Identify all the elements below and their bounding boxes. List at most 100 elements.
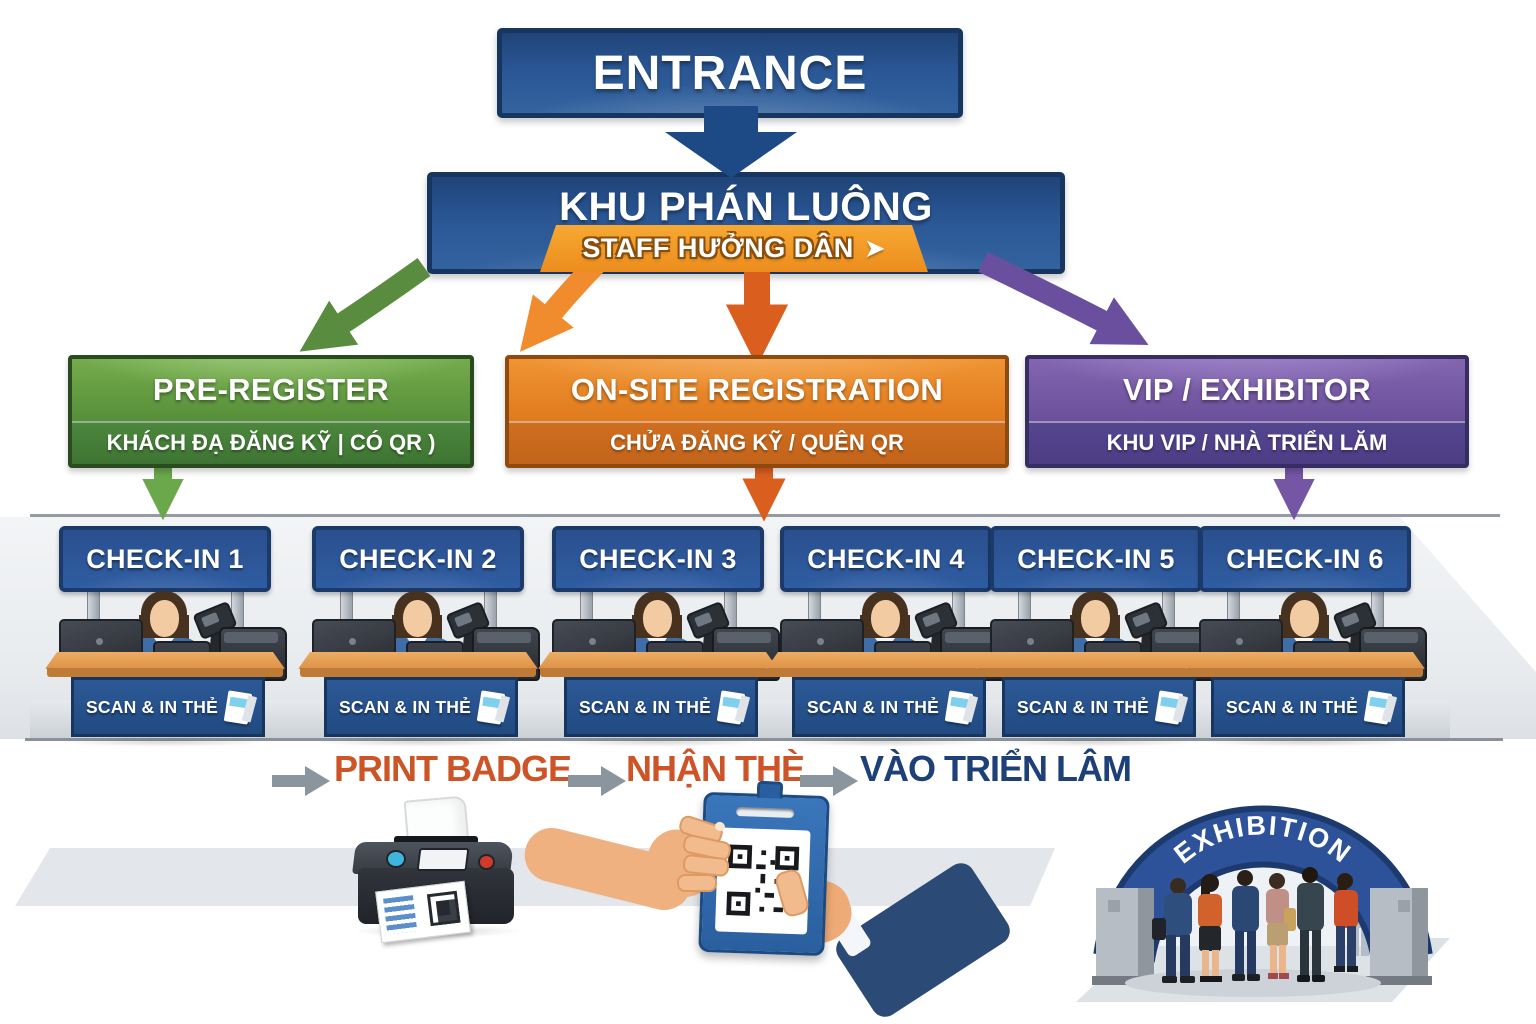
gate-pillar-right <box>1366 888 1432 985</box>
branch-pre-register-title: PRE-REGISTER <box>72 359 470 421</box>
desk-top <box>298 652 538 669</box>
badge-card-icon <box>223 689 253 725</box>
visitor-man-navy-suit <box>1232 870 1260 981</box>
checkin-counter-6: CHECK-IN 6 SCAN & IN THẺ <box>1185 515 1427 755</box>
staff-face <box>150 600 179 637</box>
checkin-counter-2: CHECK-IN 2 SCAN & IN THẺ <box>298 515 540 755</box>
counter-shadow <box>780 737 992 747</box>
visitor-finger <box>677 874 717 892</box>
scan-print-label: SCAN & IN THẺ <box>86 696 218 717</box>
desk-edge <box>1187 668 1423 677</box>
checkin-sign: CHECK-IN 3 <box>552 526 764 592</box>
badge-card-icon <box>944 689 974 725</box>
checkin-sign: CHECK-IN 1 <box>59 526 271 592</box>
checkin-sign-label: CHECK-IN 5 <box>1017 543 1175 574</box>
print-badge-label: PRINT BADGE <box>334 748 572 789</box>
enter-exhibition-label: VÀO TRIỂN LÂM <box>860 748 1132 789</box>
flow-arrow-icon <box>272 766 330 796</box>
branch-pre-register: PRE-REGISTER KHÁCH ĐẠ ĐĂNG KỸ | CÓ QR ) <box>68 355 474 468</box>
scan-print-label: SCAN & IN THẺ <box>1017 696 1149 717</box>
badge-card-icon <box>716 689 746 725</box>
branch-onsite-title: ON-SITE REGISTRATION <box>509 359 1005 421</box>
scan-print-panel: SCAN & IN THẺ <box>1211 677 1405 737</box>
printer-display <box>416 848 470 871</box>
badge-card-icon <box>476 689 506 725</box>
scan-print-panel: SCAN & IN THẺ <box>1002 677 1196 737</box>
desk-edge <box>768 668 1004 677</box>
badge-card-icon <box>1154 689 1184 725</box>
checkin-sign: CHECK-IN 6 <box>1199 526 1411 592</box>
staff-guide-label: STAFF HƯỞNG DÂN <box>582 233 854 263</box>
badge-printer-illustration <box>352 795 520 944</box>
staff-face <box>871 600 900 637</box>
desk-edge <box>540 668 776 677</box>
printer-button-cyan <box>386 850 406 868</box>
visitor-woman-orange-skirt <box>1198 874 1222 982</box>
flow-arrow-icon <box>800 766 858 796</box>
checkin-sign: CHECK-IN 4 <box>780 526 992 592</box>
entrance-box: ENTRANCE <box>497 28 963 118</box>
checkin-sign-label: CHECK-IN 1 <box>86 543 244 574</box>
staff-face <box>1081 600 1110 637</box>
divider-line-bottom <box>25 738 1503 741</box>
exhibition-gate-illustration: EXHIBITION <box>1076 805 1450 1002</box>
checkin-sign: CHECK-IN 5 <box>990 526 1202 592</box>
branch-pre-register-subtitle: KHÁCH ĐẠ ĐĂNG KỸ | CÓ QR ) <box>72 420 470 464</box>
routing-label: KHU PHÁN LUÔNG <box>559 185 933 229</box>
branch-vip-title: VIP / EXHIBITOR <box>1029 359 1465 421</box>
counter-shadow <box>1199 737 1411 747</box>
entrance-label: ENTRANCE <box>592 46 868 100</box>
visitor-man-dark-suit <box>1297 867 1325 982</box>
staff-guide-ribbon: STAFF HƯỞNG DÂN ➤ <box>540 225 928 272</box>
staff-face <box>1290 600 1319 637</box>
badge-slot <box>736 806 795 819</box>
ribbon-arrow-icon: ➤ <box>863 233 886 263</box>
scan-print-panel: SCAN & IN THẺ <box>792 677 986 737</box>
scan-print-panel: SCAN & IN THẺ <box>324 677 518 737</box>
staff-face <box>403 600 432 637</box>
scan-print-label: SCAN & IN THẺ <box>579 696 711 717</box>
scan-print-label: SCAN & IN THẺ <box>807 696 939 717</box>
branch-vip-subtitle: KHU VIP / NHÀ TRIỂN LĂM <box>1029 420 1465 464</box>
visitor-woman-tan <box>1266 873 1296 979</box>
checkin-counter-1: CHECK-IN 1 SCAN & IN THẺ <box>45 515 287 755</box>
flow-arrow-icon <box>568 766 626 796</box>
branch-onsite-registration: ON-SITE REGISTRATION CHỬA ĐĂNG KỸ / QUÊN… <box>505 355 1009 468</box>
printed-badge <box>375 880 471 944</box>
desk-top <box>538 652 778 669</box>
visitor-man-navy-bag <box>1152 878 1195 983</box>
desk-top <box>1185 652 1425 669</box>
counter-shadow <box>552 737 764 747</box>
checkin-sign-label: CHECK-IN 6 <box>1226 543 1384 574</box>
counter-shadow <box>59 737 271 747</box>
scan-print-panel: SCAN & IN THẺ <box>71 677 265 737</box>
scan-print-label: SCAN & IN THẺ <box>1226 696 1358 717</box>
printer-button-red <box>478 854 495 870</box>
checkin-sign-label: CHECK-IN 3 <box>579 543 737 574</box>
gate-pillar-left <box>1092 888 1158 985</box>
checkin-counter-4: CHECK-IN 4 SCAN & IN THẺ <box>766 515 1008 755</box>
desk-edge <box>300 668 536 677</box>
branch-onsite-subtitle: CHỬA ĐĂNG KỸ / QUÊN QR <box>509 420 1005 464</box>
branch-vip-exhibitor: VIP / EXHIBITOR KHU VIP / NHÀ TRIỂN LĂM <box>1025 355 1469 468</box>
visitor-woman-orange-pants <box>1334 873 1358 972</box>
counter-shadow <box>312 737 524 747</box>
scan-print-label: SCAN & IN THẺ <box>339 696 471 717</box>
checkin-sign: CHECK-IN 2 <box>312 526 524 592</box>
arrow-to-preregister <box>299 258 431 352</box>
badge-clip <box>756 780 784 799</box>
desk-top <box>45 652 285 669</box>
checkin-counter-5: CHECK-IN 5 SCAN & IN THẺ <box>976 515 1218 755</box>
desk-edge <box>978 668 1214 677</box>
printer-slot <box>394 836 478 847</box>
staff-face <box>643 600 672 637</box>
scan-print-panel: SCAN & IN THẺ <box>564 677 758 737</box>
checkin-sign-label: CHECK-IN 4 <box>807 543 965 574</box>
desk-edge <box>47 668 283 677</box>
counter-shadow <box>990 737 1202 747</box>
desk-top <box>976 652 1216 669</box>
desk-top <box>766 652 1006 669</box>
badge-card-icon <box>1363 689 1393 725</box>
checkin-sign-label: CHECK-IN 2 <box>339 543 497 574</box>
